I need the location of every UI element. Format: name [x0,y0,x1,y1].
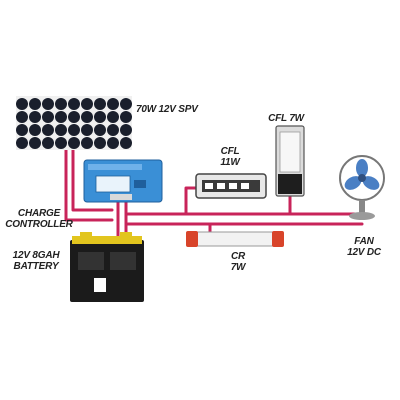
cfl-11w-label: CFL 11W [208,146,252,168]
panel-cells [16,98,132,149]
battery-label-line2: BATTERY [13,261,59,272]
wire-panel-to-controller-2 [71,146,114,212]
tube-label-line2: 7W [230,262,246,273]
fan-label-line2: 12V DC [347,247,381,258]
battery [70,232,144,302]
charge-controller [83,159,163,203]
tube-label: CR 7W [222,251,254,273]
cfl-lamp-7w [275,125,305,197]
tube-light [186,231,284,247]
wire-panel-to-controller-1 [64,146,114,222]
tube-label-line1: CR [230,251,246,262]
fan [339,155,385,220]
solar-panel [16,96,132,150]
cfl-7w-label: CFL 7W [268,113,304,124]
panel-label: 70W 12V SPV [136,104,198,115]
charge-controller-label-line2: CONTROLLER [5,219,73,230]
fan-label-line1: FAN [354,236,374,247]
battery-label-line1: 12V 8GAH [12,250,60,261]
charge-controller-label-line1: CHARGE [17,208,61,219]
fan-label: FAN 12V DC [340,236,388,258]
battery-label: 12V 8GAH BATTERY [6,250,66,272]
cfl-11w-label-line1: CFL [220,146,240,157]
wire-to-cfl-11w [184,186,198,216]
charge-controller-label: CHARGE CONTROLLER [2,208,76,230]
cfl-lamp-11w [195,173,267,199]
wiring [64,146,364,238]
cfl-11w-label-line2: 11W [220,157,240,168]
